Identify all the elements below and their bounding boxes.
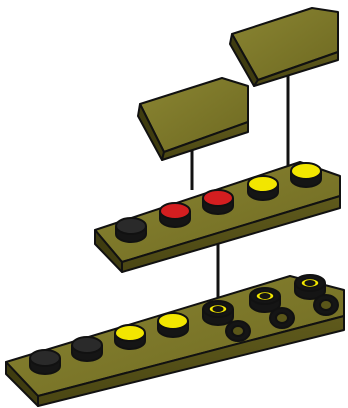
studs-middle-plate [115, 162, 322, 243]
side-hole [269, 307, 295, 329]
side-hole [225, 320, 251, 342]
side-hole [313, 294, 339, 316]
hollow-stud [294, 274, 326, 300]
stud-yellow [247, 175, 279, 201]
hollow-stud [249, 287, 281, 313]
studs-bottom-plate [29, 274, 339, 375]
stud-red [159, 202, 191, 228]
slope-1x2-right [229, 7, 339, 87]
stud-yellow [290, 162, 322, 188]
stud-red [202, 189, 234, 215]
hollow-stud [202, 300, 234, 326]
stud-black [71, 336, 103, 362]
stud-black [29, 349, 61, 375]
slope-1x2-left [137, 77, 249, 161]
stud-black [115, 217, 147, 243]
stud-yellow [114, 324, 146, 350]
stud-yellow [157, 312, 189, 338]
plate-1x8-bottom [5, 275, 345, 407]
